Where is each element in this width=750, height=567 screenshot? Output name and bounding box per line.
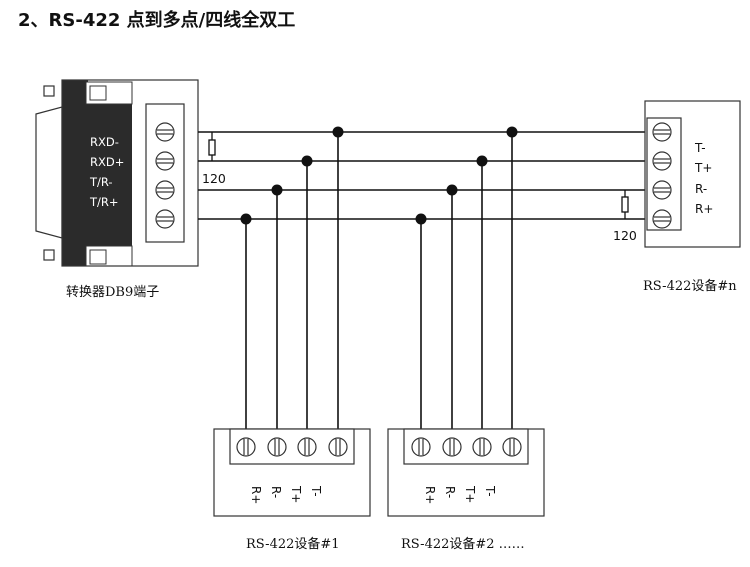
converter-pin-label: RXD- [90, 135, 119, 149]
screw-terminal-icon [472, 437, 492, 457]
device-n-pin-label: R+ [695, 202, 713, 216]
left-termination-resistor [208, 132, 216, 161]
device-n-caption: RS-422设备#n [643, 278, 737, 294]
device-2-caption: RS-422设备#2 …… [401, 536, 525, 552]
screw-terminal-icon [652, 122, 672, 142]
drop-wires [245, 132, 513, 430]
junction-dot [240, 213, 252, 225]
screw-terminal-icon [652, 209, 672, 229]
screw-terminal-icon [502, 437, 522, 457]
converter-pin-label-block [86, 104, 132, 246]
converter-top-screw [89, 85, 107, 101]
converter-caption: 转换器DB9端子 [66, 285, 159, 300]
junction-dot [476, 155, 488, 167]
screw-terminal-icon [267, 437, 287, 457]
junction-dot [415, 213, 427, 225]
converter-pin-label: T/R+ [89, 195, 119, 209]
screw-terminal-icon [155, 180, 175, 200]
device-pin-label: T- [483, 485, 497, 497]
junction-dots [240, 126, 518, 225]
bus-lines [198, 131, 646, 220]
screw-terminal-icon [652, 180, 672, 200]
device-pin-label: T+ [463, 485, 477, 503]
screw-terminal-icon [155, 151, 175, 171]
screw-terminal-icon [652, 151, 672, 171]
device-pin-label: R- [443, 486, 457, 498]
converter-pin-label: RXD+ [90, 155, 124, 169]
db9-screw-top [43, 85, 55, 97]
screw-terminal-icon [155, 122, 175, 142]
device-1: R+ R- T+ T- [213, 428, 371, 517]
junction-dot [301, 155, 313, 167]
screw-terminal-icon [155, 209, 175, 229]
device-pin-label: R+ [249, 486, 263, 504]
db9-body [62, 80, 88, 266]
screw-terminal-icon [236, 437, 256, 457]
converter-pin-label: T/R- [89, 175, 113, 189]
converter-bottom-screw [89, 249, 107, 265]
device-n-pin-label: T- [694, 141, 706, 155]
right-resistor-label: 120 [613, 228, 637, 243]
device-pin-label: R+ [423, 486, 437, 504]
device-2: R+ R- T+ T- [387, 428, 545, 517]
db9-shell [35, 106, 63, 239]
db9-screw-bottom [43, 249, 55, 261]
right-termination-resistor [621, 190, 629, 219]
device-1-caption: RS-422设备#1 [246, 536, 340, 552]
screw-terminal-icon [328, 437, 348, 457]
device-n-pin-label: T+ [694, 161, 712, 175]
screw-terminal-icon [442, 437, 462, 457]
screw-terminal-icon [297, 437, 317, 457]
junction-dot [506, 126, 518, 138]
device-pin-label: T+ [289, 485, 303, 503]
junction-dot [446, 184, 458, 196]
page-title: 2、RS-422 点到多点/四线全双工 [18, 9, 295, 31]
device-n: T- T+ R- R+ [644, 100, 741, 248]
left-resistor-label: 120 [202, 171, 226, 186]
junction-dot [271, 184, 283, 196]
device-n-pin-label: R- [695, 182, 707, 196]
device-pin-label: T- [309, 485, 323, 497]
converter-db9-connector: RXD- RXD+ T/R- T/R+ [35, 79, 199, 267]
junction-dot [332, 126, 344, 138]
screw-terminal-icon [411, 437, 431, 457]
device-pin-label: R- [269, 486, 283, 498]
converter-housing [61, 79, 199, 267]
